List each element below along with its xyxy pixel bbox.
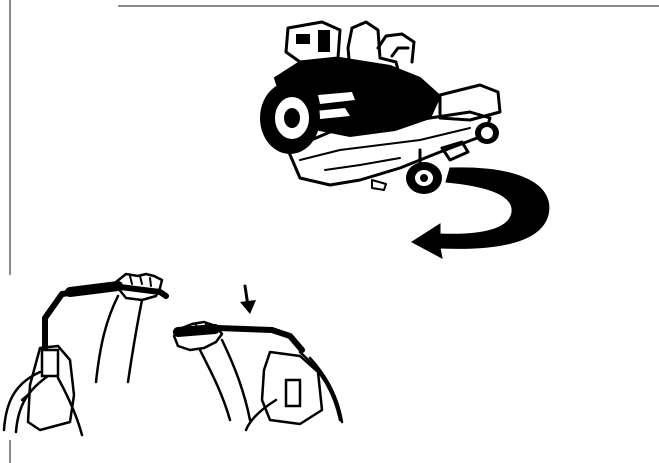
left-steering-lever-pushed-forward: [2, 272, 169, 437]
right-arm: [198, 338, 252, 422]
lever-direction-arrow: [240, 284, 256, 314]
left-hand: [114, 272, 164, 302]
zero-turn-mower: [260, 20, 502, 194]
left-rear-tire: [260, 82, 320, 154]
seat: [346, 20, 402, 82]
front-caster-wheel: [406, 148, 442, 194]
left-arm: [94, 294, 144, 384]
engine: [284, 20, 342, 64]
rear-caster-wheel: [475, 122, 499, 144]
right-hand: [172, 320, 224, 352]
turn-direction-arrow: [411, 167, 550, 259]
frame: [9, 0, 659, 463]
steering-controls: [2, 272, 344, 437]
right-steering-lever-pulled-back: [172, 320, 344, 432]
